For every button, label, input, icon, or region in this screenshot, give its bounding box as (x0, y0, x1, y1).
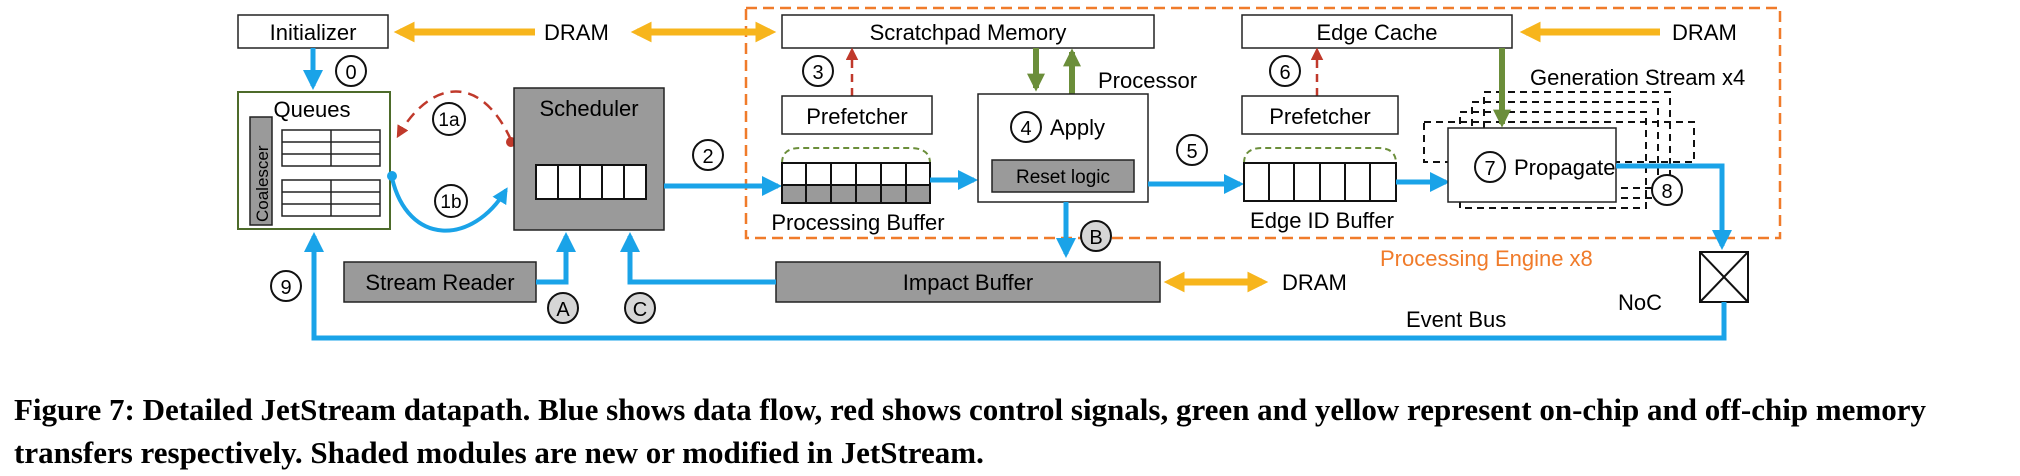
prefetcher1-box (781, 95, 933, 135)
marker-C-label: C (633, 299, 647, 321)
processor-label: Processor (1098, 68, 1197, 93)
marker-9 (270, 270, 302, 302)
data-1b-dot (387, 171, 397, 181)
processing-buffer-bracket (781, 147, 931, 164)
marker-0 (335, 55, 367, 87)
queue-table-2 (281, 179, 381, 217)
prefetcher2-label: Prefetcher (1269, 104, 1371, 129)
stream-reader-to-scheduler-arrow (536, 232, 576, 285)
processing-engine-region (744, 6, 1782, 240)
control-1a-arrow (396, 90, 513, 141)
event-bus-label: Event Bus (1406, 307, 1506, 332)
marker-1a-label: 1a (438, 110, 460, 131)
stream-reader-label: Stream Reader (365, 270, 514, 295)
marker-A (547, 292, 579, 324)
marker-1b-label: 1b (440, 192, 461, 213)
apply-label: Apply (1050, 115, 1105, 140)
reset-logic-box (991, 159, 1135, 193)
scratchpad-box (781, 14, 1155, 49)
coalescer-box (249, 116, 273, 226)
edge-cache-box (1241, 14, 1513, 49)
marker-2-label: 2 (702, 146, 713, 168)
initializer-box (237, 14, 389, 49)
impact-to-scheduler-arrow (620, 232, 776, 285)
processing-buffer (781, 162, 931, 204)
marker-4 (1010, 111, 1042, 143)
marker-7-label: 7 (1484, 158, 1495, 180)
marker-5-label: 5 (1186, 141, 1197, 163)
reset-logic-label: Reset logic (1016, 167, 1110, 188)
noc-switch (1699, 251, 1749, 303)
marker-7 (1474, 151, 1506, 183)
marker-8-label: 8 (1661, 181, 1672, 203)
datapath-diagram: Processing Engine x8 Initializer DRAM 0 … (237, 6, 1782, 341)
marker-1b (434, 184, 468, 218)
edge-cache-label: Edge Cache (1316, 20, 1437, 45)
propagate-label: Propagate (1514, 155, 1616, 180)
edge-id-buffer (1243, 162, 1397, 202)
marker-8 (1651, 174, 1683, 206)
scheduler-label: Scheduler (539, 96, 638, 121)
propagate-box (1447, 127, 1617, 203)
marker-5 (1176, 134, 1208, 166)
marker-C (624, 292, 656, 324)
data-1b-arrow (390, 177, 508, 233)
propagate-to-noc-arrow (1616, 163, 1732, 250)
scheduler-queue (535, 164, 647, 200)
dram-top-label: DRAM (544, 20, 609, 45)
marker-A-label: A (556, 299, 570, 321)
marker-3-label: 3 (812, 62, 823, 84)
initializer-label: Initializer (270, 20, 357, 45)
marker-2 (692, 139, 724, 171)
marker-B (1080, 220, 1112, 252)
scratchpad-label: Scratchpad Memory (870, 20, 1067, 45)
marker-6 (1269, 55, 1301, 87)
marker-B-label: B (1089, 227, 1102, 249)
scheduler-box (513, 87, 665, 231)
processing-buffer-label: Processing Buffer (771, 210, 944, 235)
marker-4-label: 4 (1020, 118, 1031, 140)
coalescer-label: Coalescer (253, 145, 272, 222)
marker-9-label: 9 (280, 277, 291, 299)
processing-engine-label: Processing Engine x8 (1380, 246, 1593, 271)
dram-right-label: DRAM (1672, 20, 1737, 45)
event-bus-arrow (304, 232, 1727, 341)
marker-1a (432, 102, 466, 136)
queue-table-1 (281, 129, 381, 167)
figure-caption: Figure 7: Detailed JetStream datapath. B… (14, 392, 1926, 470)
generation-stream-label: Generation Stream x4 (1530, 65, 1745, 90)
prefetcher2-box (1241, 95, 1399, 135)
marker-6-label: 6 (1279, 62, 1290, 84)
edge-id-buffer-label: Edge ID Buffer (1250, 208, 1394, 233)
noc-label: NoC (1618, 290, 1662, 315)
queues-label: Queues (273, 97, 350, 122)
dram-bottom-label: DRAM (1282, 270, 1347, 295)
edge-buffer-bracket (1243, 147, 1397, 164)
marker-0-label: 0 (345, 62, 356, 84)
marker-3 (802, 55, 834, 87)
impact-buffer-label: Impact Buffer (903, 270, 1033, 295)
prefetcher1-label: Prefetcher (806, 104, 908, 129)
